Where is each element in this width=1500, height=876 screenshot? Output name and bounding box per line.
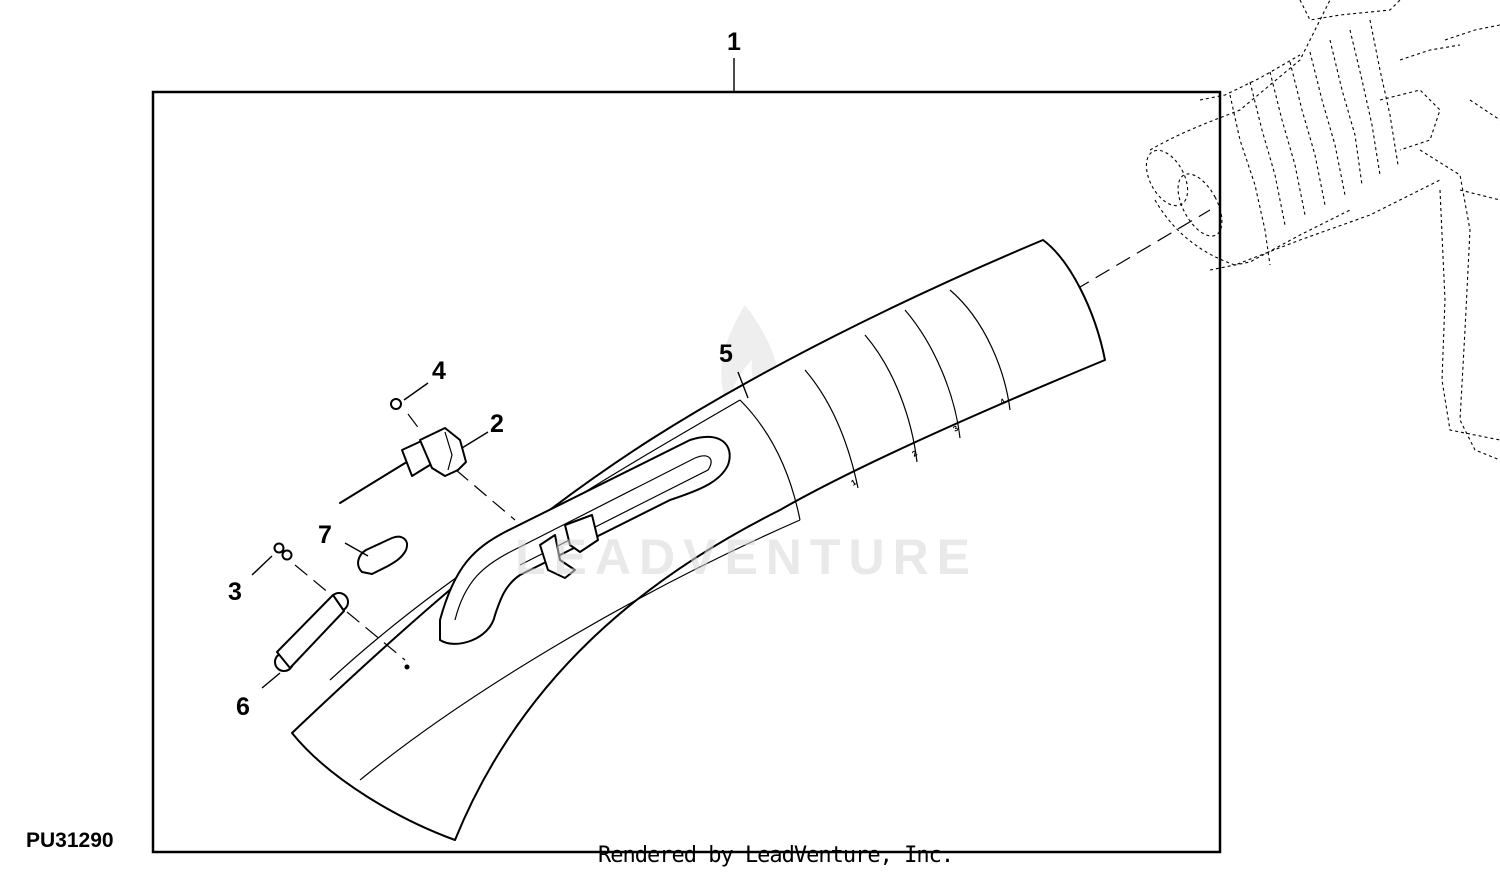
callout-1: 1 (727, 28, 741, 56)
assembly-axis-line (1074, 209, 1211, 291)
washer-part-3 (273, 542, 293, 561)
callout-5: 5 (719, 340, 733, 368)
tube-mark: 1 (850, 477, 859, 487)
render-credit: Rendered by LeadVenture, Inc. (598, 843, 954, 868)
blower-unit-reference (1145, 0, 1500, 461)
pin-hole (404, 664, 410, 670)
callout-6: 6 (236, 693, 250, 721)
tube-mark: 3 (952, 423, 961, 433)
callout-7: 7 (318, 521, 332, 549)
bracket-part-2 (339, 427, 467, 504)
tube-mark: 2 (911, 448, 920, 458)
nut-part-4 (390, 398, 402, 410)
link-part-6 (274, 592, 349, 672)
figure-id: PU31290 (26, 829, 114, 852)
callout-3: 3 (228, 578, 242, 606)
blower-tube (291, 239, 1106, 841)
tube-marks: 1 2 3 4 (850, 396, 1008, 487)
leader-lines (251, 58, 749, 689)
callout-2: 2 (490, 410, 504, 438)
kit-frame (151, 90, 1222, 854)
clip-part-7 (357, 535, 408, 575)
tube-handle (439, 435, 731, 645)
tube-mark: 4 (999, 396, 1008, 406)
callout-4: 4 (432, 357, 446, 385)
